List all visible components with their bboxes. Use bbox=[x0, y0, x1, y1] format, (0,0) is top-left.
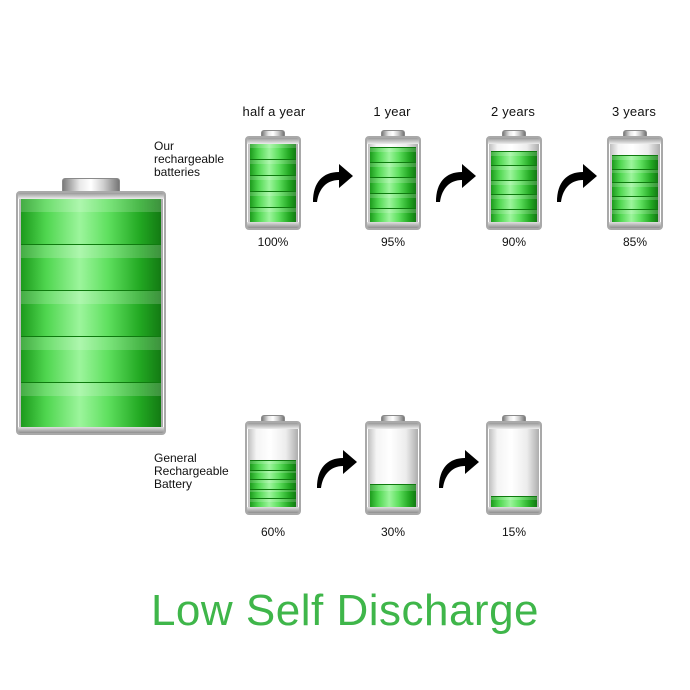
battery-fill bbox=[250, 143, 296, 223]
battery-2-years bbox=[486, 130, 542, 230]
charge-segment bbox=[21, 336, 161, 382]
charge-segment bbox=[491, 151, 537, 166]
percent-label: 85% bbox=[622, 235, 648, 249]
charge-segment bbox=[250, 159, 296, 175]
battery-body bbox=[16, 191, 166, 435]
battery-fill bbox=[250, 460, 296, 508]
charge-segment bbox=[612, 209, 658, 223]
charge-segment bbox=[370, 484, 416, 508]
charge-segment bbox=[491, 179, 537, 195]
charge-segment bbox=[491, 208, 537, 223]
general-battery-label: General Rechargeable Battery bbox=[154, 452, 229, 491]
battery-1-year bbox=[365, 130, 421, 230]
charge-segment bbox=[250, 207, 296, 223]
label-line: Rechargeable bbox=[154, 464, 229, 478]
big-battery-illustration bbox=[16, 178, 166, 435]
charge-segment bbox=[21, 382, 161, 428]
charge-segment bbox=[250, 488, 296, 499]
percent-label: 30% bbox=[380, 525, 406, 539]
charge-segment bbox=[370, 207, 416, 223]
charge-segment bbox=[491, 194, 537, 210]
label-line: General bbox=[154, 451, 197, 465]
battery-cap bbox=[623, 130, 647, 136]
label-line: Our bbox=[154, 139, 175, 153]
label-line: rechargeable bbox=[154, 152, 225, 166]
period-label: 2 years bbox=[490, 104, 536, 119]
percent-label: 95% bbox=[380, 235, 406, 249]
battery-body bbox=[245, 421, 301, 515]
battery-fill bbox=[612, 155, 658, 223]
curved-arrow-right-icon bbox=[439, 450, 479, 488]
battery-body bbox=[245, 136, 301, 230]
percent-label: 100% bbox=[257, 235, 289, 249]
charge-segment bbox=[370, 162, 416, 179]
curved-arrow-right-icon bbox=[557, 164, 597, 202]
battery-half-a-year bbox=[245, 130, 301, 230]
charge-segment bbox=[250, 469, 296, 480]
curved-arrow-right-icon bbox=[313, 164, 353, 202]
charge-segment bbox=[250, 498, 296, 508]
charge-segment bbox=[250, 191, 296, 207]
battery-cap bbox=[502, 130, 526, 136]
battery-body bbox=[607, 136, 663, 230]
general-battery-30 bbox=[365, 415, 421, 515]
charge-segment bbox=[491, 165, 537, 181]
charge-segment bbox=[612, 155, 658, 169]
battery-body bbox=[486, 136, 542, 230]
curved-arrow-right-icon bbox=[317, 450, 357, 488]
battery-fill bbox=[370, 147, 416, 223]
our-batteries-label: Our rechargeable batteries bbox=[154, 140, 224, 179]
page-title: Low Self Discharge bbox=[150, 586, 540, 635]
charge-segment bbox=[491, 496, 537, 508]
battery-fill bbox=[370, 484, 416, 508]
charge-segment bbox=[370, 192, 416, 209]
label-line: Battery bbox=[154, 477, 193, 491]
battery-body bbox=[365, 421, 421, 515]
battery-cap bbox=[261, 130, 285, 136]
battery-cap bbox=[381, 130, 405, 136]
percent-label: 60% bbox=[260, 525, 286, 539]
charge-segment bbox=[21, 244, 161, 290]
battery-fill bbox=[21, 198, 161, 428]
curved-arrow-right-icon bbox=[436, 164, 476, 202]
battery-cap bbox=[261, 415, 285, 421]
battery-body bbox=[365, 136, 421, 230]
charge-segment bbox=[21, 198, 161, 244]
general-battery-60 bbox=[245, 415, 301, 515]
period-label: 3 years bbox=[611, 104, 657, 119]
battery-cap bbox=[62, 178, 120, 191]
period-label: 1 year bbox=[373, 104, 411, 119]
battery-fill bbox=[491, 496, 537, 508]
charge-segment bbox=[612, 168, 658, 183]
general-battery-15 bbox=[486, 415, 542, 515]
charge-segment bbox=[370, 147, 416, 163]
percent-label: 90% bbox=[501, 235, 527, 249]
battery-cap bbox=[502, 415, 526, 421]
charge-segment bbox=[250, 143, 296, 159]
battery-body bbox=[486, 421, 542, 515]
period-label: half a year bbox=[242, 104, 306, 119]
charge-segment bbox=[370, 177, 416, 194]
label-line: batteries bbox=[154, 165, 201, 179]
charge-segment bbox=[250, 460, 296, 470]
battery-3-years bbox=[607, 130, 663, 230]
percent-label: 15% bbox=[501, 525, 527, 539]
charge-segment bbox=[21, 290, 161, 336]
charge-segment bbox=[612, 195, 658, 210]
charge-segment bbox=[250, 479, 296, 490]
battery-cap bbox=[381, 415, 405, 421]
charge-segment bbox=[250, 175, 296, 191]
charge-segment bbox=[612, 182, 658, 197]
battery-fill bbox=[491, 151, 537, 223]
